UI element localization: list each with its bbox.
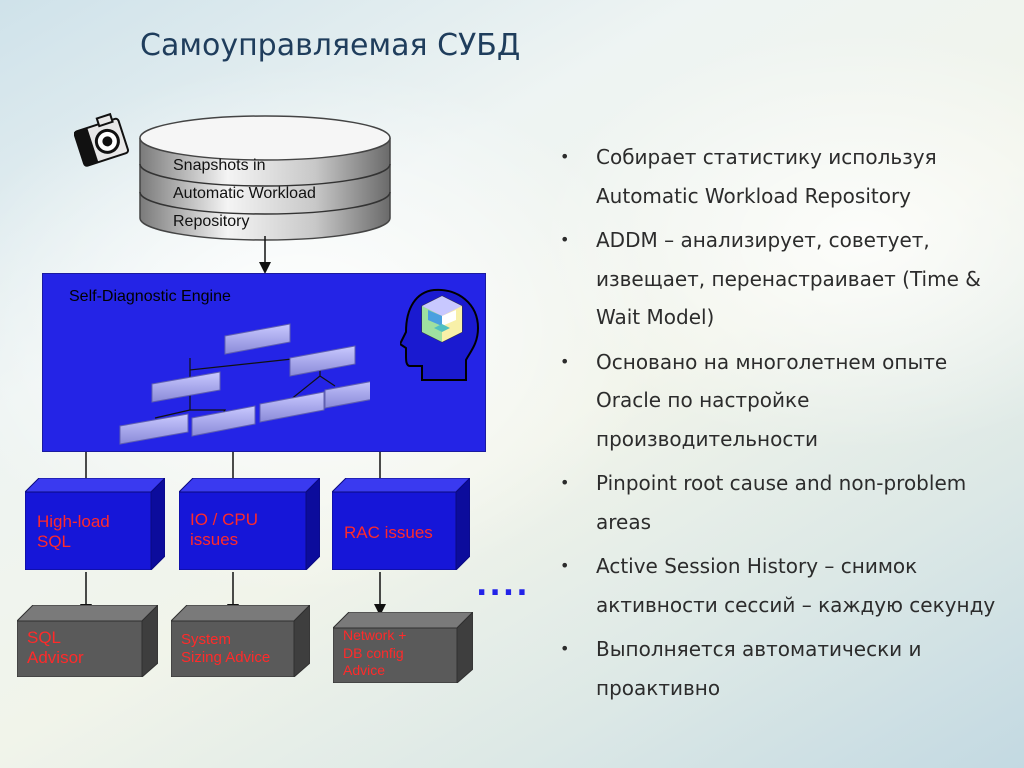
- bullet-text: Выполняется автоматически и проактивно: [596, 637, 922, 700]
- issue-box-rac: RAC issues: [332, 478, 470, 570]
- bullet-text: Собирает статистику используя Automatic …: [596, 145, 937, 208]
- engine-label: Self-Diagnostic Engine: [69, 288, 231, 305]
- advisor-label: Advisor: [27, 648, 84, 668]
- advisor-box-system-sizing: System Sizing Advice: [171, 605, 310, 677]
- advisor-label: SQL: [27, 628, 62, 647]
- issue-label: IO / CPU: [190, 510, 259, 529]
- bullet-text: Pinpoint root cause and non-problem area…: [596, 471, 967, 534]
- database-icon: [139, 115, 391, 241]
- repository-line: Automatic Workload: [173, 185, 316, 202]
- more-indicator: ....: [476, 568, 530, 603]
- repository-line: Repository: [173, 213, 250, 230]
- bullet-marker: •: [560, 556, 570, 575]
- bullet-list: • Собирает статистику используя Automatic…: [558, 138, 998, 713]
- bullet-item: • Собирает статистику используя Automatic…: [558, 138, 998, 215]
- decision-tree-graphic: [119, 323, 370, 445]
- advisor-label: Advice: [343, 662, 386, 678]
- bullet-item: • Основано на многолетнем опыте Oracle по…: [558, 343, 998, 459]
- bullet-item: • Pinpoint root cause and non-problem are…: [558, 464, 998, 541]
- bullet-item: • ADDM – анализирует, советует, извещает,…: [558, 221, 998, 337]
- advisor-label: Network +: [343, 627, 407, 643]
- issue-label: issues: [190, 530, 239, 550]
- bullet-marker: •: [560, 147, 570, 166]
- bullet-marker: •: [560, 473, 570, 492]
- bullet-text: ADDM – анализирует, советует, извещает, …: [596, 228, 981, 329]
- repository-label: Snapshots in Automatic Workload Reposito…: [173, 152, 373, 236]
- advisor-box-sql: SQL Advisor: [17, 605, 158, 677]
- issue-box-high-load-sql: High-load SQL: [25, 478, 165, 570]
- bullet-text: Active Session History – снимок активнос…: [596, 554, 996, 617]
- bullet-marker: •: [560, 639, 570, 658]
- advisor-label: System: [181, 631, 232, 648]
- camera-icon: [74, 112, 130, 167]
- issue-label: RAC issues: [344, 523, 433, 542]
- advisor-box-network-db-config: Network + DB config Advice: [333, 612, 473, 683]
- advisor-label: DB config: [343, 644, 404, 661]
- issue-label: High-load: [37, 512, 110, 531]
- advisor-label: Sizing Advice: [181, 649, 271, 666]
- bullet-text: Основано на многолетнем опыте Oracle по …: [596, 349, 948, 451]
- slide-title: Самоуправляемая СУБД: [140, 28, 521, 63]
- bullet-item: • Active Session History – снимок активно…: [558, 547, 998, 624]
- repository-line: Snapshots in: [173, 157, 266, 174]
- issue-box-io-cpu: IO / CPU issues: [179, 478, 320, 570]
- bullet-marker: •: [560, 351, 570, 371]
- bullet-item: • Выполняется автоматически и проактивно: [558, 630, 998, 707]
- bullet-marker: •: [560, 230, 570, 249]
- issue-label: SQL: [37, 532, 72, 552]
- head-icon: [400, 288, 480, 381]
